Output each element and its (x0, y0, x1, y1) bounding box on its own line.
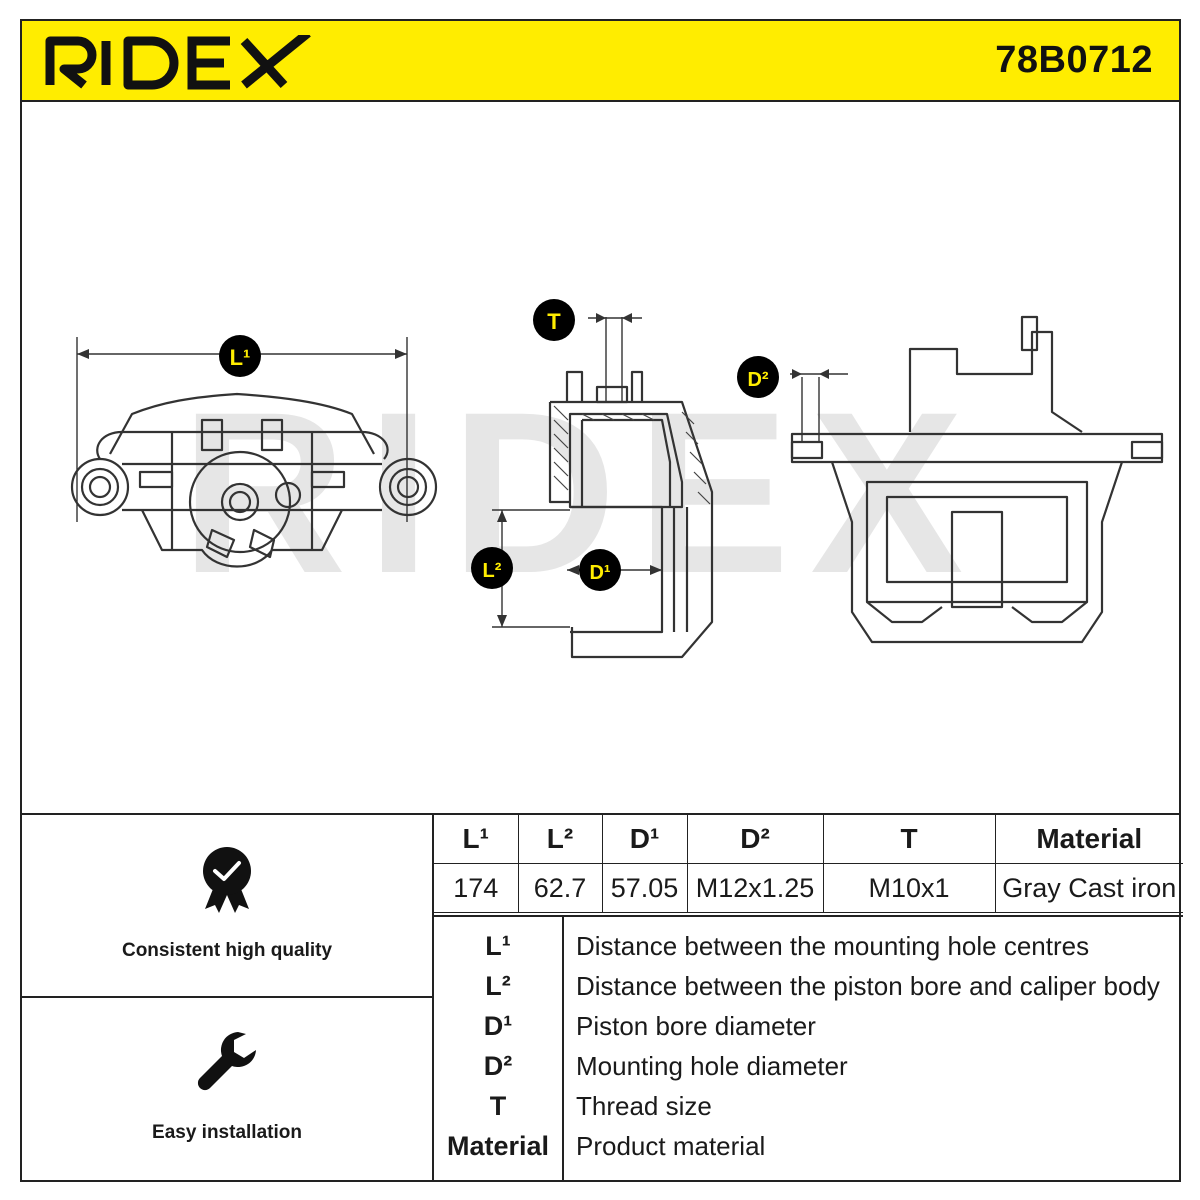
feature-quality: Consistent high quality (22, 815, 432, 998)
svg-text:D¹: D¹ (589, 562, 610, 584)
legend: L¹ Distance between the mounting hole ce… (434, 915, 1183, 1182)
spec-value: 174 (434, 863, 519, 913)
section-hatching (553, 405, 711, 505)
product-sheet: 78B0712 RIDEX (20, 19, 1183, 1182)
svg-text:T: T (547, 309, 561, 334)
technical-drawing: RIDEX (22, 102, 1179, 813)
spec-header: L¹ (434, 815, 519, 864)
svg-text:L²: L² (483, 560, 502, 582)
badge-l2: L² (471, 547, 513, 589)
legend-row: T Thread size (434, 1091, 1183, 1131)
header-bar: 78B0712 (22, 21, 1179, 102)
spec-value: Gray Cast iron (994, 863, 1183, 913)
legend-row: L¹ Distance between the mounting hole ce… (434, 931, 1183, 971)
front-view (70, 392, 438, 568)
spec-value: M10x1 (822, 863, 996, 913)
caliper-drawing: RIDEX (70, 299, 1164, 659)
specifications: L¹ L² D¹ D² T Material 174 62.7 57.05 M1… (432, 815, 1183, 1182)
legend-key: D² (483, 1051, 513, 1081)
legend-row: Material Product material (434, 1131, 1183, 1171)
spec-header: D¹ (601, 815, 688, 864)
legend-description: Piston bore diameter (576, 1011, 816, 1041)
feature-installation: Easy installation (22, 998, 432, 1182)
svg-text:L¹: L¹ (230, 345, 251, 370)
spec-header: D² (686, 815, 824, 864)
badge-d2: D² (737, 356, 779, 398)
legend-row: L² Distance between the piston bore and … (434, 971, 1183, 1011)
legend-description: Distance between the piston bore and cal… (576, 971, 1160, 1001)
spec-value: M12x1.25 (686, 863, 824, 913)
ridex-logo (45, 35, 311, 90)
spec-header: T (822, 815, 996, 864)
spec-header: Material (994, 815, 1183, 864)
feature-label: Consistent high quality (121, 940, 333, 961)
feature-label: Easy installation (152, 1122, 302, 1143)
legend-description: Distance between the mounting hole centr… (576, 931, 1090, 961)
legend-row: D¹ Piston bore diameter (434, 1011, 1183, 1051)
wrench-icon (197, 1032, 256, 1091)
spec-value-row: 174 62.7 57.05 M12x1.25 M10x1 Gray Cast … (434, 863, 1183, 913)
legend-description: Mounting hole diameter (576, 1051, 848, 1081)
quality-badge-icon (203, 847, 251, 913)
spec-header-row: L¹ L² D¹ D² T Material (434, 815, 1183, 864)
spec-value: 62.7 (517, 863, 603, 913)
info-section: Consistent high quality Easy installatio… (22, 813, 1183, 1182)
legend-key: L¹ (485, 931, 511, 961)
spec-table: L¹ L² D¹ D² T Material 174 62.7 57.05 M1… (434, 815, 1183, 913)
dimension-arrows (77, 313, 829, 627)
spec-header: L² (517, 815, 603, 864)
rear-view (790, 315, 1164, 644)
legend-description: Thread size (576, 1091, 712, 1121)
legend-row: D² Mounting hole diameter (434, 1051, 1183, 1091)
spec-value: 57.05 (601, 863, 688, 913)
legend-key: Material (446, 1131, 550, 1161)
legend-divider (562, 917, 564, 1182)
badge-t: T (533, 299, 575, 341)
legend-key: T (489, 1091, 507, 1121)
svg-text:D²: D² (747, 369, 768, 391)
badge-l1: L¹ (219, 335, 261, 377)
legend-key: D¹ (483, 1011, 513, 1041)
badge-d1: D¹ (579, 549, 621, 591)
legend-key: L² (485, 971, 511, 1001)
part-number: 78B0712 (995, 39, 1153, 81)
legend-description: Product material (576, 1131, 766, 1161)
